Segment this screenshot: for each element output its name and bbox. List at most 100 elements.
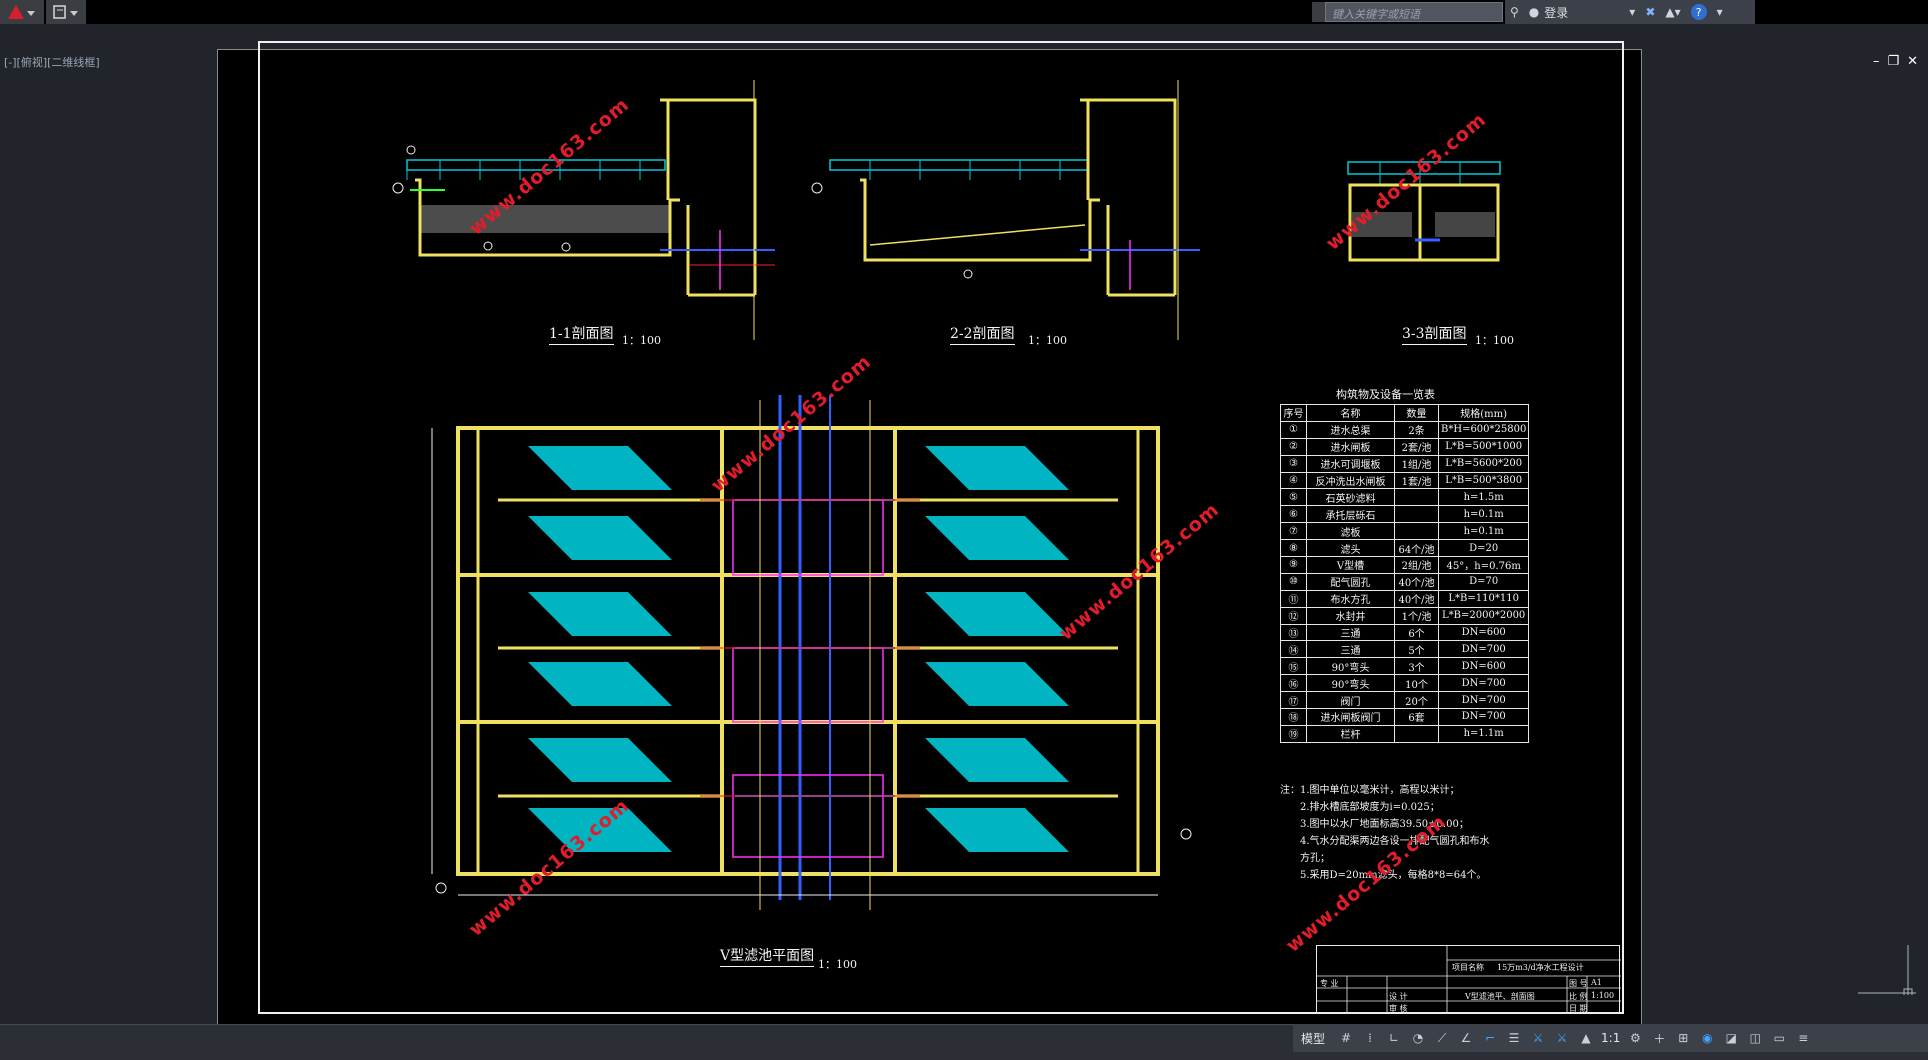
customization-menu-icon[interactable]: ≡	[1798, 1031, 1809, 1045]
hardware-acceleration-icon[interactable]: ◫	[1749, 1031, 1761, 1045]
viewport-controls-label[interactable]: [-][俯视][二维线框]	[4, 56, 100, 69]
table-cell: 承托层砾石	[1306, 505, 1395, 524]
object-snap-icon[interactable]: ⌐	[1484, 1031, 1496, 1045]
table-header: 数量	[1394, 404, 1439, 422]
autodesk-a360-icon[interactable]: ▲▾	[1665, 5, 1681, 19]
table-cell: L*B=500*1000	[1437, 437, 1530, 456]
autocad-logo-icon	[8, 5, 35, 19]
table-cell: 5个	[1394, 640, 1439, 659]
help-dropdown-icon[interactable]: ▾	[1716, 5, 1723, 19]
search-expand-arrow-icon[interactable]	[1312, 2, 1326, 22]
annotation-scale-value[interactable]: 1:1	[1601, 1031, 1621, 1045]
table-cell: D=20	[1437, 539, 1530, 558]
table-cell: 阀门	[1306, 691, 1395, 710]
lineweight-icon[interactable]: ☰	[1508, 1031, 1520, 1045]
table-cell: ⑥	[1280, 505, 1307, 524]
table-cell: h=0.1m	[1437, 522, 1530, 541]
table-cell: L*B=110*110	[1437, 589, 1530, 608]
table-cell: 90°弯头	[1306, 657, 1395, 676]
model-tab[interactable]: 模型	[1301, 1031, 1326, 1046]
annotation-scale-icon[interactable]: ▲	[1581, 1031, 1591, 1045]
table-cell: ⑨	[1280, 556, 1307, 574]
table-cell: L*B=5600*200	[1437, 454, 1530, 473]
table-cell: 1组/池	[1394, 454, 1439, 473]
table-cell: h=1.1m	[1437, 724, 1530, 743]
exchange-icon[interactable]: ✖	[1645, 5, 1656, 19]
table-cell: 6个	[1394, 623, 1439, 642]
object-snap-tracking-icon[interactable]: ∠	[1460, 1031, 1472, 1045]
table-cell: V型槽	[1306, 556, 1395, 574]
binoculars-icon[interactable]: ⚲	[1510, 5, 1519, 19]
table-cell: ⑲	[1280, 724, 1307, 743]
table-cell: DN=600	[1437, 623, 1530, 642]
table-cell: 90°弯头	[1306, 674, 1395, 693]
status-bar-tools: 模型 # ⁞ ∟ ◔ ⟋ ∠ ⌐ ☰ ⚔ ⚔ ▲ 1:1 ⚙ ＋ ⊞ ◉ ◪ ◫…	[1293, 1024, 1928, 1052]
minimize-icon[interactable]: –	[1872, 54, 1880, 69]
drawing-notes: 注：1.图中单位以毫米计，高程以米计； 2.排水槽底部坡度为i=0.025； 3…	[1280, 782, 1490, 884]
note-line: 2.排水槽底部坡度为i=0.025；	[1300, 802, 1440, 813]
table-cell: 三通	[1306, 640, 1395, 659]
table-cell	[1394, 505, 1439, 524]
quick-properties-icon[interactable]: ◉	[1702, 1031, 1713, 1045]
table-cell: ④	[1280, 471, 1307, 490]
table-cell: 2条	[1394, 420, 1439, 439]
table-cell: 配气圆孔	[1306, 572, 1395, 591]
table-cell: ③	[1280, 454, 1307, 473]
application-menu-button[interactable]	[0, 0, 44, 24]
auto-scale-icon[interactable]: ⚔	[1556, 1031, 1568, 1045]
isodraft-icon[interactable]: ⟋	[1437, 1030, 1447, 1045]
scale-label: 比 例	[1569, 992, 1588, 1001]
user-icon[interactable]: ●	[1528, 5, 1540, 19]
table-cell: DN=700	[1437, 708, 1530, 726]
table-cell: 1套/池	[1394, 471, 1439, 490]
table-cell: 2组/池	[1394, 556, 1439, 574]
clean-screen-icon[interactable]: ▭	[1773, 1031, 1785, 1045]
close-icon[interactable]: ✕	[1907, 54, 1918, 69]
ortho-icon[interactable]: ∟	[1388, 1031, 1400, 1045]
polar-tracking-icon[interactable]: ◔	[1412, 1031, 1424, 1045]
note-line: 注：1.图中单位以毫米计，高程以米计；	[1280, 785, 1460, 796]
table-cell: 45°，h=0.76m	[1437, 556, 1530, 574]
help-icon[interactable]: ?	[1690, 4, 1707, 20]
restore-icon[interactable]: ❐	[1887, 54, 1900, 69]
table-header: 规格(mm)	[1437, 404, 1530, 422]
table-cell: 滤板	[1306, 522, 1395, 541]
workspace-gear-icon[interactable]: ⚙	[1629, 1031, 1641, 1045]
isolate-objects-icon[interactable]: ◪	[1725, 1031, 1737, 1045]
table-cell: ⑯	[1280, 674, 1307, 693]
table-cell: 3个	[1394, 657, 1439, 676]
units-icon[interactable]: ⊞	[1678, 1031, 1689, 1045]
infocenter-toolbar: ⚲ ● 登录 ▾ ✖ ▲▾ ? ▾	[1505, 0, 1755, 24]
table-cell: L*B=500*3800	[1437, 471, 1530, 490]
grid-icon[interactable]: #	[1340, 1031, 1352, 1045]
project-name-value: 15万m3/d净水工程设计	[1497, 963, 1584, 972]
title-bar: 键入关键字或短语 ⚲ ● 登录 ▾ ✖ ▲▾ ? ▾	[0, 0, 1928, 24]
search-input[interactable]: 键入关键字或短语	[1325, 2, 1503, 22]
table-cell: DN=700	[1437, 691, 1530, 710]
title-block-grid	[1317, 946, 1621, 1014]
document-dropdown-icon	[53, 5, 78, 19]
table-cell: 进水总渠	[1306, 420, 1395, 439]
table-cell: h=0.1m	[1437, 505, 1530, 524]
plus-icon[interactable]: ＋	[1653, 1031, 1666, 1046]
quick-access-toolbar-button[interactable]	[46, 0, 86, 24]
annotation-visibility-icon[interactable]: ⚔	[1532, 1031, 1544, 1045]
login-button[interactable]: 登录	[1544, 5, 1569, 20]
snap-icon[interactable]: ⁞	[1368, 1031, 1372, 1045]
table-cell: 水封井	[1306, 606, 1395, 625]
table-cell: 进水可调堰板	[1306, 454, 1395, 473]
table-cell: DN=700	[1437, 640, 1530, 659]
table-cell: D=70	[1437, 572, 1530, 591]
chevron-down-icon[interactable]: ▾	[1629, 5, 1636, 19]
table-cell: ⑪	[1280, 589, 1307, 608]
